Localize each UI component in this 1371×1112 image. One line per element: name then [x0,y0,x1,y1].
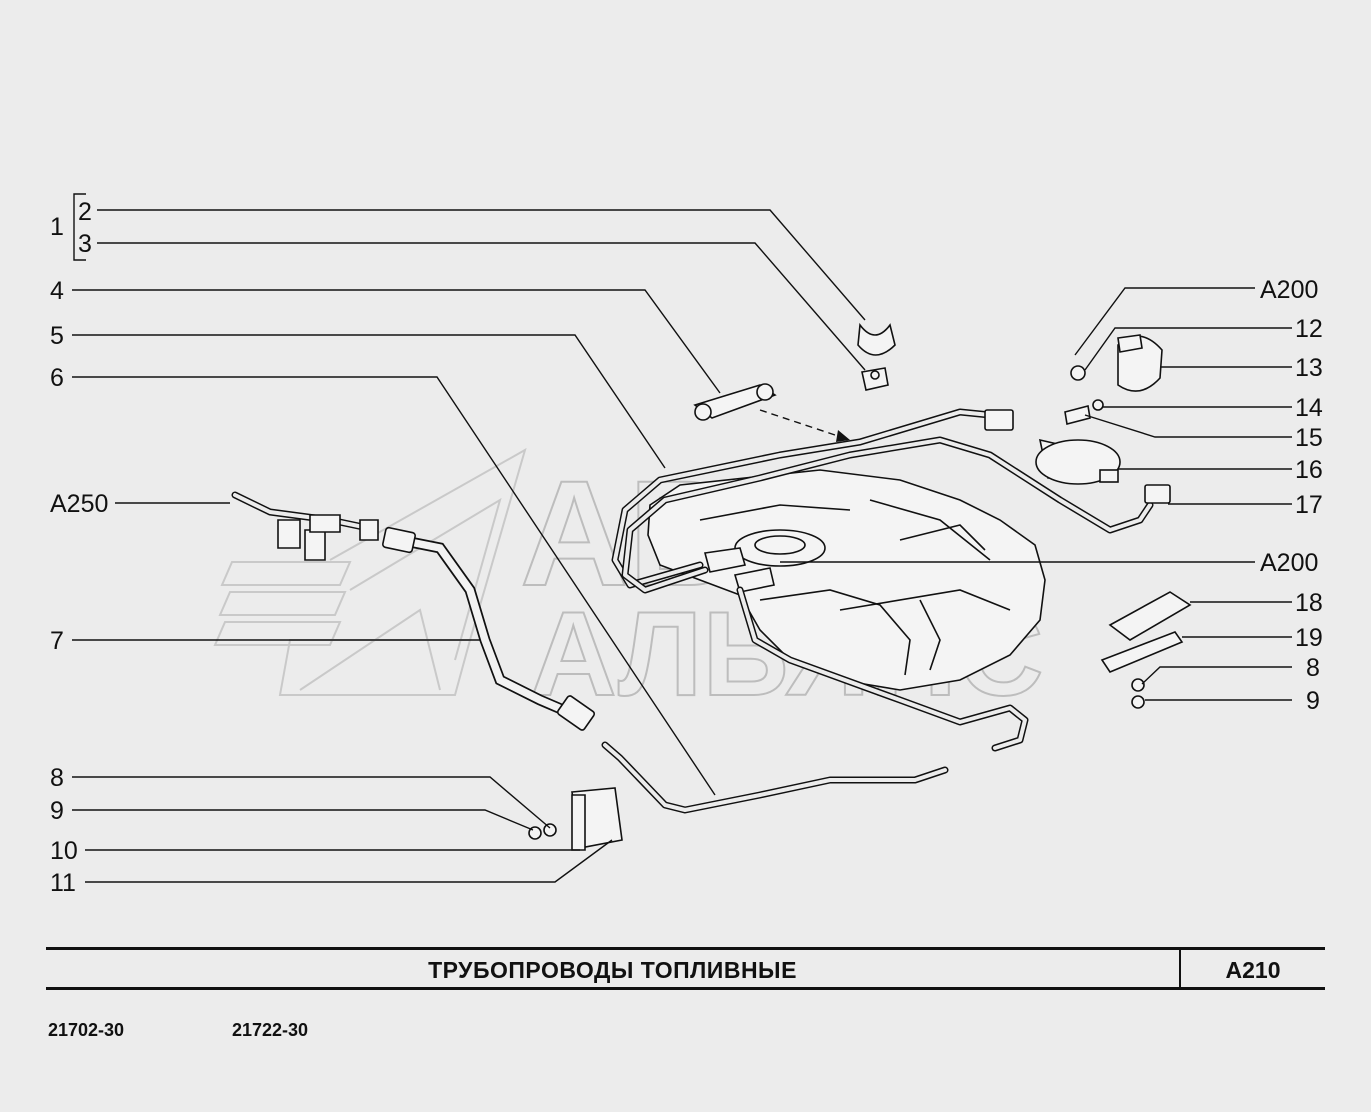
label-a200-top: А200 [1260,276,1318,304]
pipe-spacer [693,383,777,421]
label-19: 19 [1295,624,1323,652]
label-3: 3 [78,230,92,258]
label-5: 5 [50,322,64,350]
pipe-holder-right [1100,591,1192,709]
label-2: 2 [78,198,92,226]
model-code-1: 21702-30 [48,1020,125,1040]
label-9-left: 9 [50,797,64,825]
label-15: 15 [1295,424,1323,452]
label-13: 13 [1295,354,1323,382]
label-a200-mid: А200 [1260,549,1318,577]
document-code: А210 [1225,957,1281,983]
label-18: 18 [1295,589,1323,617]
label-17: 17 [1295,491,1323,519]
label-6: 6 [50,364,64,392]
fuel-filter-group [984,334,1171,504]
document-title: ТРУБОПРОВОДЫ ТОПЛИВНЫЕ [428,957,797,983]
label-9-right: 9 [1306,687,1320,715]
label-group-1: 1 [50,213,64,241]
title-divider [1179,950,1181,987]
pipe-holder-left [528,787,623,851]
clip-parts [857,322,896,391]
leader-lines [72,193,1292,883]
fuel-tank [647,469,1046,691]
fuel-rail-fragment [231,491,379,561]
fuel-hose [382,526,596,731]
label-14: 14 [1295,394,1323,422]
title-block: ТРУБОПРОВОДЫ ТОПЛИВНЫЕ А210 [46,947,1325,990]
label-8-left: 8 [50,764,64,792]
label-7: 7 [50,627,64,655]
label-16: 16 [1295,456,1323,484]
label-a250: А250 [50,490,108,518]
fuel-pipes [601,408,1154,814]
part-labels: 1 2 3 4 5 6 7 А250 8 9 10 11 А200 12 13 … [50,198,1323,897]
model-code-2: 21722-30 [232,1020,309,1040]
label-12: 12 [1295,315,1323,343]
label-10: 10 [50,837,78,865]
label-8-right: 8 [1306,654,1320,682]
label-11: 11 [50,869,76,897]
label-4: 4 [50,277,64,305]
watermark-logo [213,447,527,696]
